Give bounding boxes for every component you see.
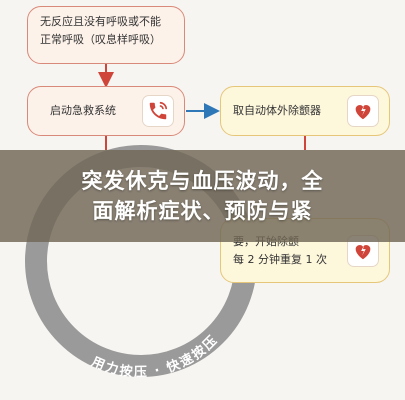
step-activate-emergency: 启动急救系统 — [27, 86, 185, 136]
banner-title-line2: 面解析症状、预防与紧 — [92, 199, 313, 223]
step-get-aed: 取自动体外除颤器 — [220, 86, 390, 136]
step-no-response: 无反应且没有呼吸或不能 正常呼吸（叹息样呼吸） — [27, 6, 185, 64]
step1-line1: 无反应且没有呼吸或不能 — [40, 15, 161, 28]
title-banner: 突发休克与血压波动，全 面解析症状、预防与紧 — [0, 150, 405, 242]
aed-heart-icon — [347, 95, 379, 127]
ring-bottom-label: 用力按压 · 快速按压 — [88, 332, 221, 380]
step4-line2: 每 2 分钟重复 1 次 — [233, 252, 327, 266]
step2-label: 启动急救系统 — [50, 104, 116, 118]
banner-title-line1: 突发休克与血压波动，全 — [81, 168, 324, 193]
step1-line2: 正常呼吸（叹息样呼吸） — [40, 32, 161, 46]
phone-icon — [142, 95, 174, 127]
step3-label: 取自动体外除颤器 — [233, 104, 321, 118]
ring-bottom-label-path: 用力按压 · 快速按压 — [88, 332, 219, 380]
